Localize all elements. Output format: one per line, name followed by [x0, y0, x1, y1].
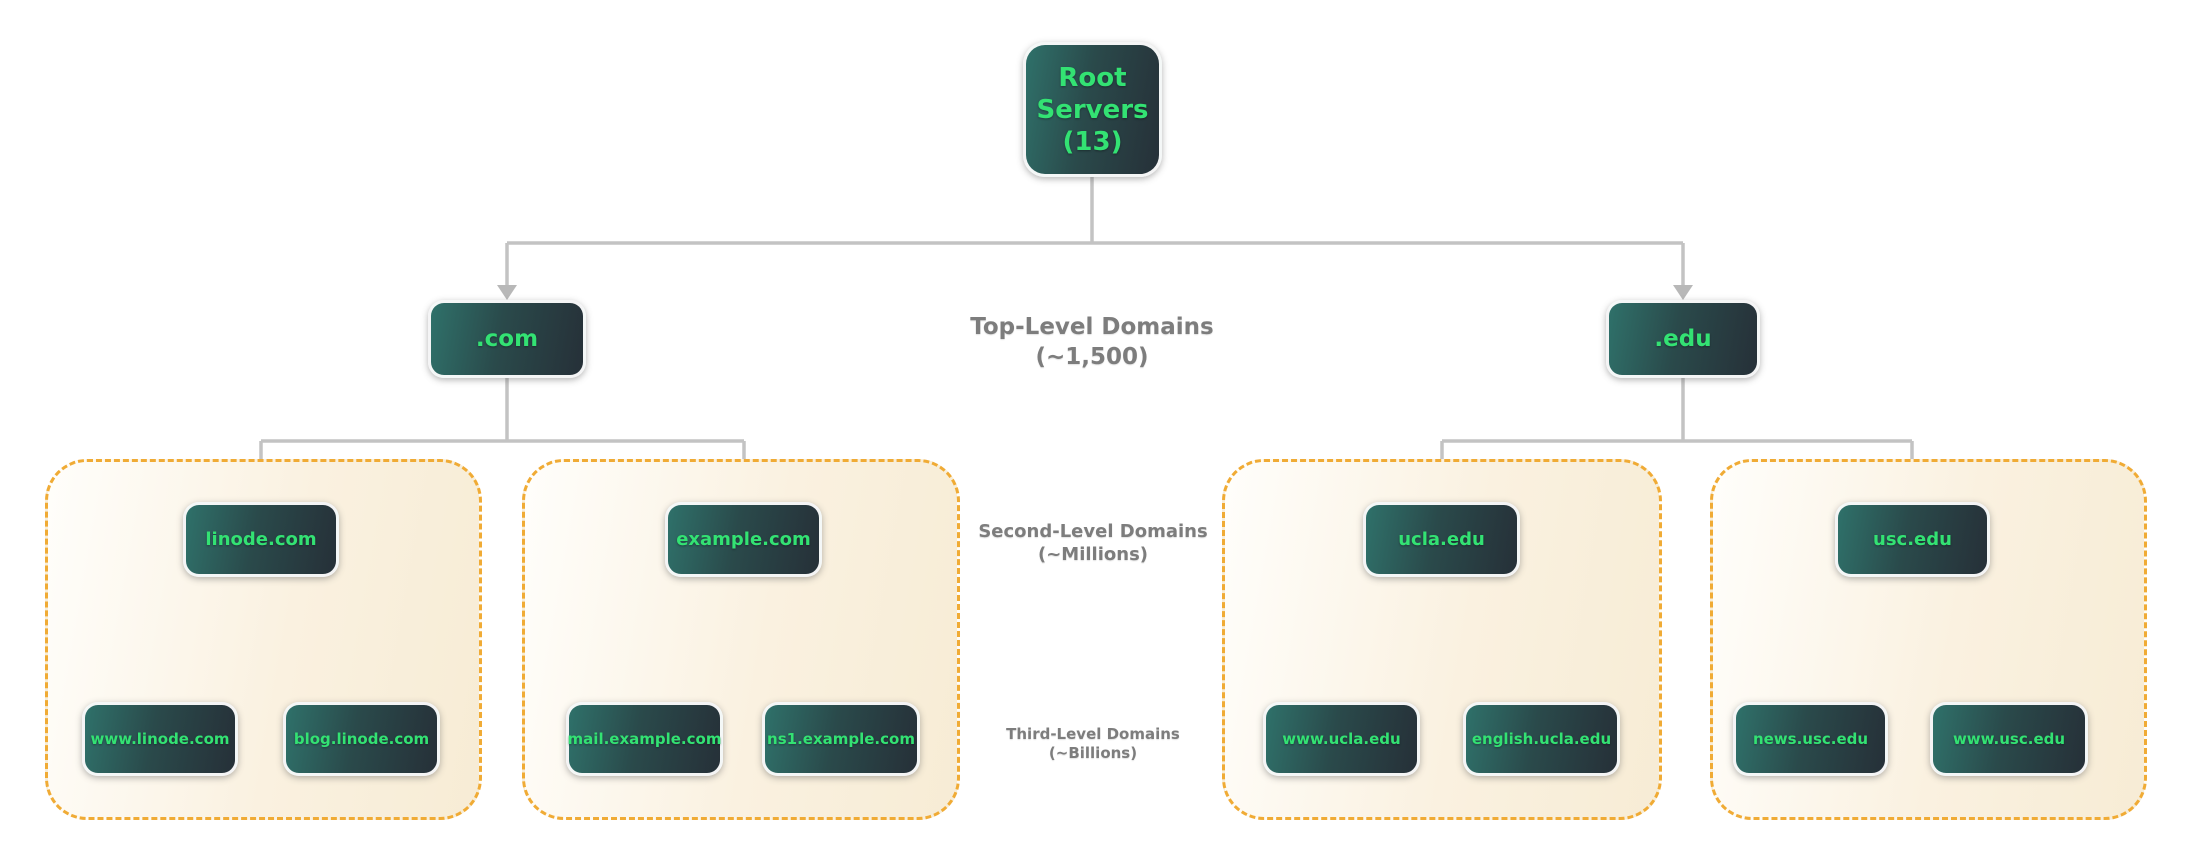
- node-third-ns1-example-com: ns1.example.com: [762, 702, 920, 776]
- node-third-www-ucla-edu: www.ucla.edu: [1263, 702, 1420, 776]
- label-second-level-domains: Second-Level Domains (~Millions): [943, 520, 1243, 566]
- label-sld-count: (~Millions): [1037, 544, 1149, 565]
- node-third-blog-linode-com: blog.linode.com: [283, 702, 440, 776]
- node-sld-ucla-edu: ucla.edu: [1363, 502, 1520, 577]
- node-tld-edu: .edu: [1606, 300, 1760, 378]
- node-sld-usc-edu: usc.edu: [1835, 502, 1990, 577]
- label-third-title: Third-Level Domains: [1006, 725, 1180, 743]
- label-third-level-domains: Third-Level Domains (~Billions): [943, 725, 1243, 763]
- node-third-mail-example-com: mail.example.com: [566, 702, 723, 776]
- node-third-www-linode-com: www.linode.com: [82, 702, 238, 776]
- node-sld-example-com: example.com: [665, 502, 822, 577]
- root-to-tld-connector: [497, 177, 1693, 300]
- arrow-down-icon: [1673, 285, 1693, 300]
- node-third-news-usc-edu: news.usc.edu: [1733, 702, 1888, 776]
- arrow-down-icon: [497, 285, 517, 300]
- node-root-servers: Root Servers (13): [1023, 42, 1162, 177]
- label-tld-count: (~1,500): [1035, 344, 1149, 370]
- node-tld-com: .com: [428, 300, 586, 378]
- label-sld-title: Second-Level Domains: [978, 521, 1208, 542]
- label-top-level-domains: Top-Level Domains (~1,500): [912, 312, 1272, 372]
- node-third-english-ucla-edu: english.ucla.edu: [1463, 702, 1620, 776]
- node-third-www-usc-edu: www.usc.edu: [1930, 702, 2088, 776]
- label-tld-title: Top-Level Domains: [970, 314, 1214, 340]
- node-sld-linode-com: linode.com: [183, 502, 339, 577]
- label-third-count: (~Billions): [1048, 744, 1138, 762]
